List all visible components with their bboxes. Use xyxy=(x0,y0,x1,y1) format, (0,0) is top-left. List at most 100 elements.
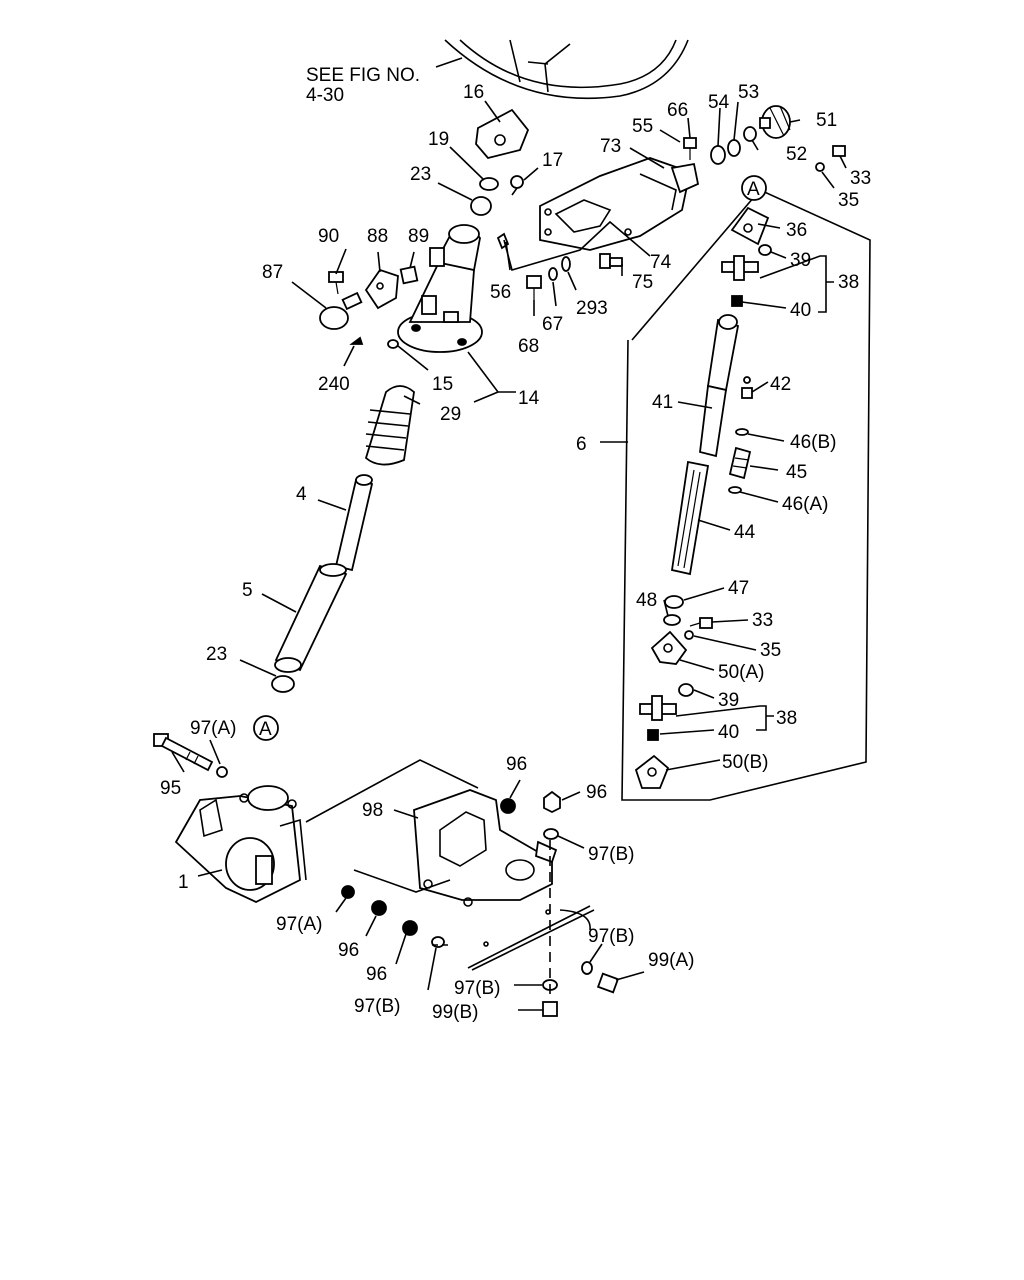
bolt-99b-drawing xyxy=(542,1001,558,1017)
knob-87-drawing xyxy=(319,291,363,330)
shaft-44-drawing xyxy=(670,460,710,576)
label-29: 29 xyxy=(440,404,461,425)
see-fig-text-line1: SEE FIG NO. xyxy=(306,65,420,86)
label-23-upper: 23 xyxy=(410,164,431,185)
label-96-right: 96 xyxy=(586,782,607,803)
label-1: 1 xyxy=(178,872,189,893)
yoke-36-drawing xyxy=(730,206,770,246)
washer-67-drawing xyxy=(548,267,558,281)
bolt-66-drawing xyxy=(683,137,697,160)
label-55: 55 xyxy=(632,116,653,137)
label-51: 51 xyxy=(816,110,837,131)
washer-97a-lower-drawing xyxy=(341,885,355,899)
washer-15-drawing xyxy=(387,339,399,349)
bolt-90-drawing xyxy=(328,271,344,295)
frame-rail-drawing xyxy=(467,905,595,971)
label-39-upper: 39 xyxy=(790,250,811,271)
see-fig-text-line2: 4-30 xyxy=(306,85,344,106)
label-97a-lower: 97(A) xyxy=(276,914,322,935)
ring-48-drawing xyxy=(663,614,681,626)
label-97b-side: 97(B) xyxy=(588,926,634,947)
label-17: 17 xyxy=(542,150,563,171)
bearing-40-lower-drawing xyxy=(647,729,659,741)
knob-51-drawing xyxy=(759,105,791,139)
washer-19-drawing xyxy=(479,177,499,191)
nut-96-lower-drawing xyxy=(402,920,418,936)
label-88: 88 xyxy=(367,226,388,247)
bolt-33-upper-drawing xyxy=(832,145,846,157)
steering-gear-box-1-drawing xyxy=(174,785,307,903)
label-97a-upper: 97(A) xyxy=(190,718,236,739)
label-41: 41 xyxy=(652,392,673,413)
label-39-lower: 39 xyxy=(718,690,739,711)
label-89: 89 xyxy=(408,226,429,247)
washer-52-drawing xyxy=(743,126,757,142)
label-35-upper: 35 xyxy=(838,190,859,211)
label-50a: 50(A) xyxy=(718,662,764,683)
washer-54-drawing xyxy=(710,145,726,165)
label-5: 5 xyxy=(242,580,253,601)
label-48: 48 xyxy=(636,590,657,611)
label-66: 66 xyxy=(667,100,688,121)
bushing-23-upper-drawing xyxy=(470,196,492,216)
label-52: 52 xyxy=(786,144,807,165)
label-90: 90 xyxy=(318,226,339,247)
label-33-lower: 33 xyxy=(752,610,773,631)
bushing-23-lower-drawing xyxy=(271,675,295,693)
yoke-shaft-41-drawing xyxy=(699,314,740,458)
label-15: 15 xyxy=(432,374,453,395)
label-14: 14 xyxy=(518,388,540,409)
column-housing-14-drawing xyxy=(397,224,483,353)
label-47: 47 xyxy=(728,578,749,599)
steering-wheel-drawing xyxy=(444,39,689,100)
label-96-lower: 96 xyxy=(366,964,387,985)
washer-35-upper-drawing xyxy=(815,162,825,172)
label-96-top: 96 xyxy=(506,754,527,775)
label-6: 6 xyxy=(576,434,587,455)
label-40-upper: 40 xyxy=(790,300,811,321)
bolt-95-drawing xyxy=(153,733,214,772)
washer-293-drawing xyxy=(561,256,571,272)
nut-96-right-drawing xyxy=(543,790,561,814)
part-labels: 16 17 19 23 90 88 89 87 240 15 14 29 4 5… xyxy=(160,82,871,1023)
yoke-50b-drawing xyxy=(634,754,670,789)
label-96-lower-left: 96 xyxy=(338,940,359,961)
label-36: 36 xyxy=(786,220,807,241)
boot-29-drawing xyxy=(364,385,415,466)
label-44: 44 xyxy=(734,522,756,543)
label-240: 240 xyxy=(318,374,350,395)
label-73: 73 xyxy=(600,136,621,157)
label-54: 54 xyxy=(708,92,730,113)
yoke-50a-drawing xyxy=(650,630,688,665)
label-42: 42 xyxy=(770,374,791,395)
washer-47-drawing xyxy=(664,595,684,609)
label-87: 87 xyxy=(262,262,283,283)
label-99b: 99(B) xyxy=(432,1002,478,1023)
label-35-lower: 35 xyxy=(760,640,781,661)
bracket-16-drawing xyxy=(475,108,530,160)
nut-96-bracket-drawing xyxy=(500,798,516,814)
ref-mark-a-upper: A xyxy=(747,179,760,200)
spring-53-drawing xyxy=(727,139,741,157)
gear-bracket-98-drawing xyxy=(413,789,558,907)
ring-46b-drawing xyxy=(735,428,749,436)
label-68: 68 xyxy=(518,336,539,357)
spider-38-lower-drawing xyxy=(639,695,677,721)
label-97b-right: 97(B) xyxy=(588,844,634,865)
spring-45-drawing xyxy=(728,446,752,480)
label-40-lower: 40 xyxy=(718,722,739,743)
label-56: 56 xyxy=(490,282,511,303)
ring-46a-drawing xyxy=(728,486,742,494)
label-293: 293 xyxy=(576,298,608,319)
label-19: 19 xyxy=(428,129,449,150)
label-46a: 46(A) xyxy=(782,494,828,515)
leader-lines xyxy=(171,100,847,1011)
bearing-40-upper-drawing xyxy=(731,295,743,307)
label-98: 98 xyxy=(362,800,383,821)
label-97b-lower: 97(B) xyxy=(354,996,400,1017)
bracket-73-74-drawing xyxy=(539,157,700,251)
label-23-lower: 23 xyxy=(206,644,227,665)
label-99a: 99(A) xyxy=(648,950,694,971)
label-95: 95 xyxy=(160,778,181,799)
